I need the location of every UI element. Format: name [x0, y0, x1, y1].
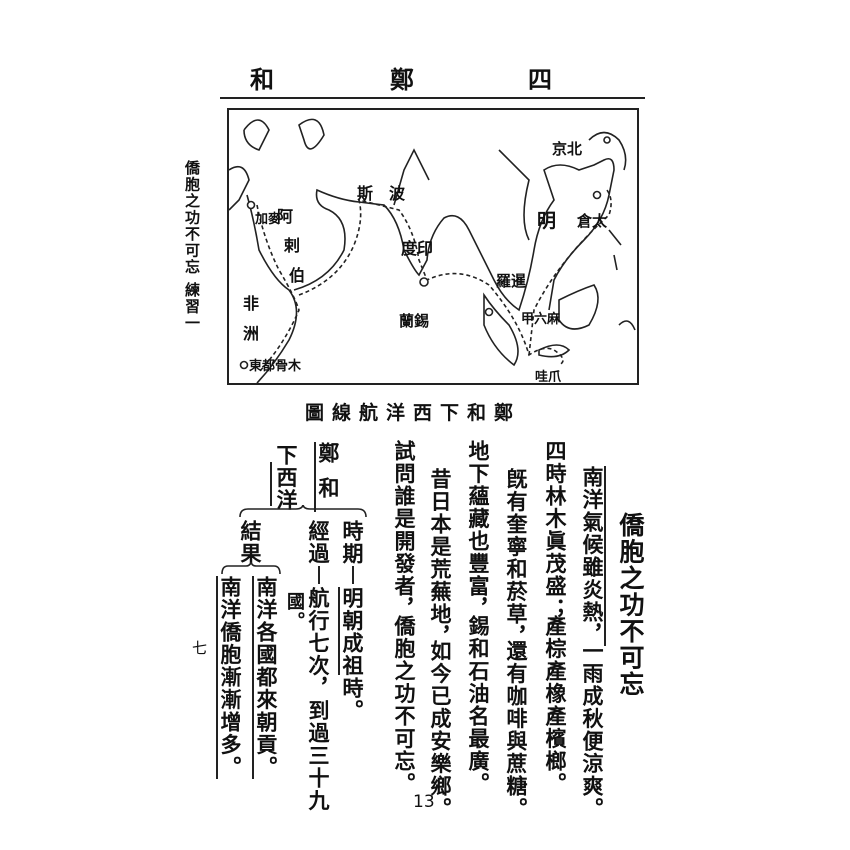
outline-subject: 鄭和: [314, 442, 341, 512]
poem-line-1a: 南洋氣候雖炎熱，: [580, 466, 606, 646]
outline-period-label: 時期: [340, 520, 365, 565]
map-label-beijing: 京北: [552, 140, 583, 158]
map-label-mogadishu: 東都骨木: [249, 359, 302, 374]
outline-result-2: 南洋僑胞漸漸增多。: [216, 576, 243, 779]
coastline: [608, 229, 636, 331]
outline-process-value: 航行七次，到過三十九: [306, 587, 331, 812]
map-label-taicang: 倉太: [577, 212, 608, 230]
poem-line-4a: 地下蘊藏也豐富，: [466, 440, 491, 620]
coastline: [246, 194, 298, 383]
proper-name-mark: [338, 587, 340, 675]
header-char: 四: [528, 65, 552, 94]
outline-process-label: 經過: [306, 520, 331, 565]
coastline: [588, 131, 627, 171]
poem-line-5b: 如今已成安樂鄉。: [428, 640, 453, 820]
header-char: 和: [250, 65, 274, 94]
page-number: 13: [413, 792, 435, 812]
coastline: [393, 148, 430, 206]
result-brace: [221, 562, 281, 575]
coastline: [293, 157, 615, 312]
coastline: [243, 119, 270, 151]
outline-topic: 下西洋: [274, 444, 299, 512]
map-label-ceylon: 蘭錫: [399, 312, 430, 330]
outline-result-label: 結果: [238, 520, 263, 565]
map-drawing: [229, 118, 636, 383]
poem-line-6b: 僑胞之功不可忘。: [392, 615, 417, 795]
poem-line-2a: 四時林木眞茂盛；: [543, 440, 568, 620]
map-label-arabia: 阿: [277, 207, 294, 226]
poem-line-5a: 昔日本是荒蕪地，: [428, 468, 453, 648]
poem-line-2b: 產棕產橡產檳榔。: [543, 615, 568, 795]
coastline: [229, 165, 250, 211]
header-char: 鄭: [390, 65, 414, 94]
coastline: [483, 292, 519, 367]
outline-period-value: 明朝成祖時。: [340, 587, 365, 722]
map-label-siam: 羅暹: [496, 272, 527, 290]
map-label-malacca: 甲六麻: [521, 312, 561, 327]
poem-line-1b: 一雨成秋便涼爽。: [580, 640, 605, 820]
outline-result-1: 南洋各國都來朝貢。: [252, 576, 279, 779]
coastline: [558, 284, 599, 330]
map-label-africa: 非: [243, 294, 260, 313]
coastline: [538, 344, 571, 358]
side-lesson-title: 僑胞之功不可忘: [183, 160, 201, 276]
side-page-kanji: 七: [190, 640, 208, 657]
poem-title: 僑胞之功不可忘: [616, 512, 645, 698]
map-label-persia: 斯: [357, 184, 374, 203]
coastline: [498, 149, 530, 241]
side-exercise: 練習一: [183, 282, 201, 332]
map-label-arabia: 剌: [284, 236, 301, 255]
poem-line-4b: 錫和石油名最廣。: [466, 615, 491, 795]
coastline: [298, 118, 325, 150]
map-label-india: 度印: [401, 239, 434, 258]
map-label-ming: 明: [537, 210, 557, 232]
dash: [352, 566, 354, 584]
map-label-africa: 洲: [243, 324, 260, 343]
map-label-persia: 波: [389, 184, 406, 203]
poem-line-6a: 試問誰是開發者，: [392, 440, 417, 620]
dash: [318, 566, 320, 584]
map-label-arabia: 伯: [289, 266, 306, 285]
proper-name-mark: [270, 462, 272, 506]
outline-brace: [239, 505, 367, 518]
map-caption: 圖線航洋西下和鄭: [305, 402, 522, 424]
map-label-java: 哇爪: [535, 370, 562, 385]
poem-line-3a: 旣有奎寧和菸草，: [504, 468, 529, 648]
route-map: 京北 倉太 明 斯 波 阿 剌 伯 加麥 非 洲 度印 羅暹 蘭錫 甲六麻 哇爪…: [227, 108, 639, 385]
outline-process-value-2: 國。: [284, 592, 305, 631]
header-rule: [220, 97, 645, 99]
map-label-mecca: 加麥: [255, 212, 282, 227]
poem-line-3b: 還有咖啡與蔗糖。: [504, 640, 529, 820]
